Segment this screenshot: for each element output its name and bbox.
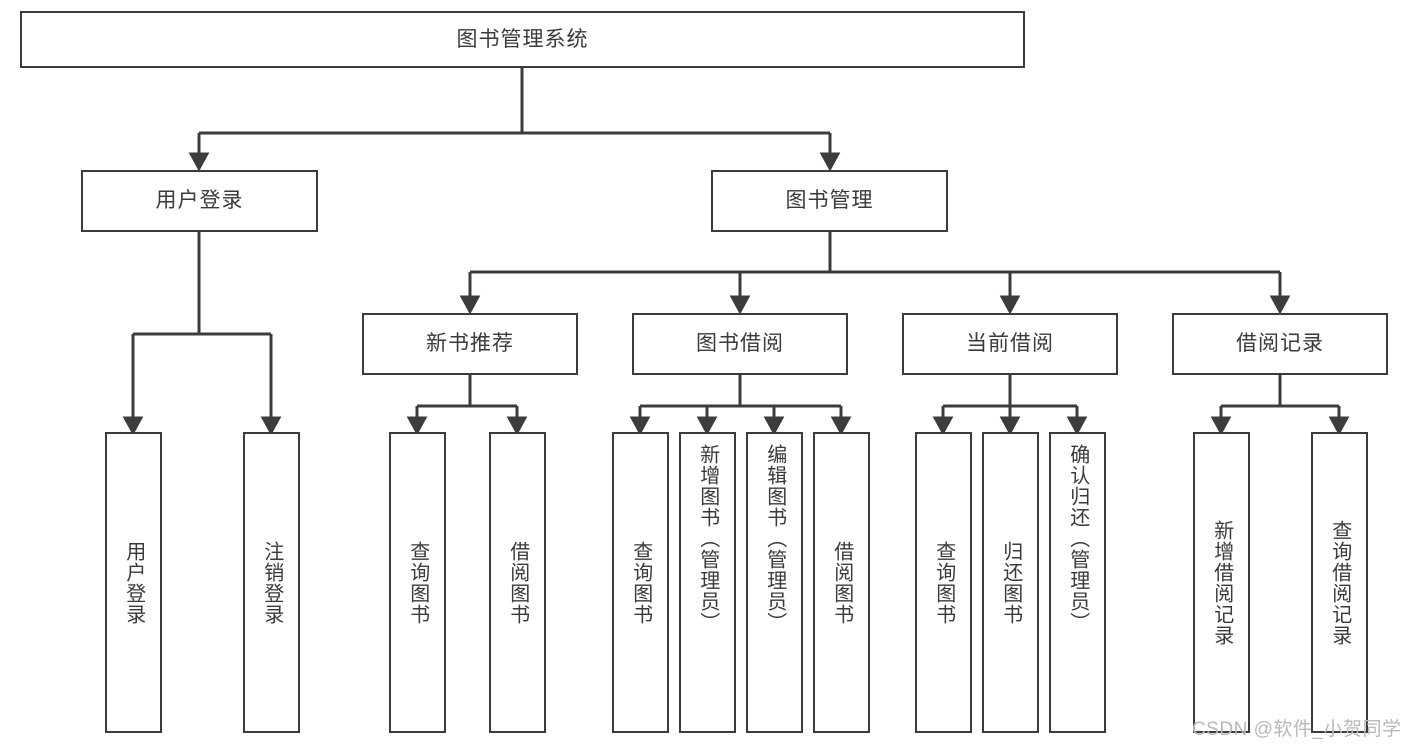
leaf-borrow-book-2-label: 新增图书（管理员） xyxy=(696,444,719,633)
leaf-borrow-book-4[interactable]: 借阅图书 xyxy=(813,432,870,733)
leaf-borrow-record-2-label: 查询借阅记录 xyxy=(1328,519,1351,646)
leaf-borrow-book-2[interactable]: 新增图书（管理员） xyxy=(679,432,736,733)
leaf-new-book-2[interactable]: 借阅图书 xyxy=(489,432,546,733)
node-book-borrow-label: 图书借阅 xyxy=(696,332,784,356)
node-root[interactable]: 图书管理系统 xyxy=(20,11,1025,68)
leaf-current-borrow-1[interactable]: 查询图书 xyxy=(915,432,972,733)
leaf-user-login-1-label: 用户登录 xyxy=(122,540,145,625)
leaf-new-book-1[interactable]: 查询图书 xyxy=(389,432,446,733)
leaf-user-login-2[interactable]: 注销登录 xyxy=(243,432,300,733)
leaf-borrow-book-4-label: 借阅图书 xyxy=(830,540,853,625)
leaf-user-login-2-label: 注销登录 xyxy=(260,540,283,625)
node-new-book-recommend[interactable]: 新书推荐 xyxy=(362,313,578,375)
leaf-user-login-1[interactable]: 用户登录 xyxy=(105,432,162,733)
leaf-current-borrow-2-label: 归还图书 xyxy=(999,540,1022,625)
leaf-borrow-book-3[interactable]: 编辑图书（管理员） xyxy=(746,432,803,733)
node-user-login-label: 用户登录 xyxy=(155,189,244,213)
leaf-borrow-record-1-label: 新增借阅记录 xyxy=(1210,519,1233,646)
leaf-borrow-book-3-label: 编辑图书（管理员） xyxy=(763,444,786,633)
node-current-borrow[interactable]: 当前借阅 xyxy=(902,313,1118,375)
leaf-borrow-book-1[interactable]: 查询图书 xyxy=(612,432,669,733)
leaf-current-borrow-3-label: 确认归还（管理员） xyxy=(1066,444,1089,633)
leaf-new-book-2-label: 借阅图书 xyxy=(506,540,529,625)
node-book-manage-label: 图书管理 xyxy=(785,189,874,213)
node-book-borrow[interactable]: 图书借阅 xyxy=(632,313,848,375)
watermark: CSDN @软件_小贺同学 xyxy=(1192,719,1402,740)
node-user-login[interactable]: 用户登录 xyxy=(81,170,318,232)
leaf-new-book-1-label: 查询图书 xyxy=(406,540,429,625)
leaf-borrow-record-2[interactable]: 查询借阅记录 xyxy=(1311,432,1368,733)
node-root-label: 图书管理系统 xyxy=(456,27,589,51)
leaf-borrow-book-1-label: 查询图书 xyxy=(629,540,652,625)
leaf-borrow-record-1[interactable]: 新增借阅记录 xyxy=(1193,432,1250,733)
leaf-current-borrow-2[interactable]: 归还图书 xyxy=(982,432,1039,733)
leaf-current-borrow-1-label: 查询图书 xyxy=(932,540,955,625)
node-current-borrow-label: 当前借阅 xyxy=(966,332,1054,356)
node-borrow-record-label: 借阅记录 xyxy=(1236,332,1324,356)
node-new-book-recommend-label: 新书推荐 xyxy=(426,332,514,356)
node-book-manage[interactable]: 图书管理 xyxy=(711,170,948,232)
node-borrow-record[interactable]: 借阅记录 xyxy=(1172,313,1388,375)
leaf-current-borrow-3[interactable]: 确认归还（管理员） xyxy=(1049,432,1106,733)
